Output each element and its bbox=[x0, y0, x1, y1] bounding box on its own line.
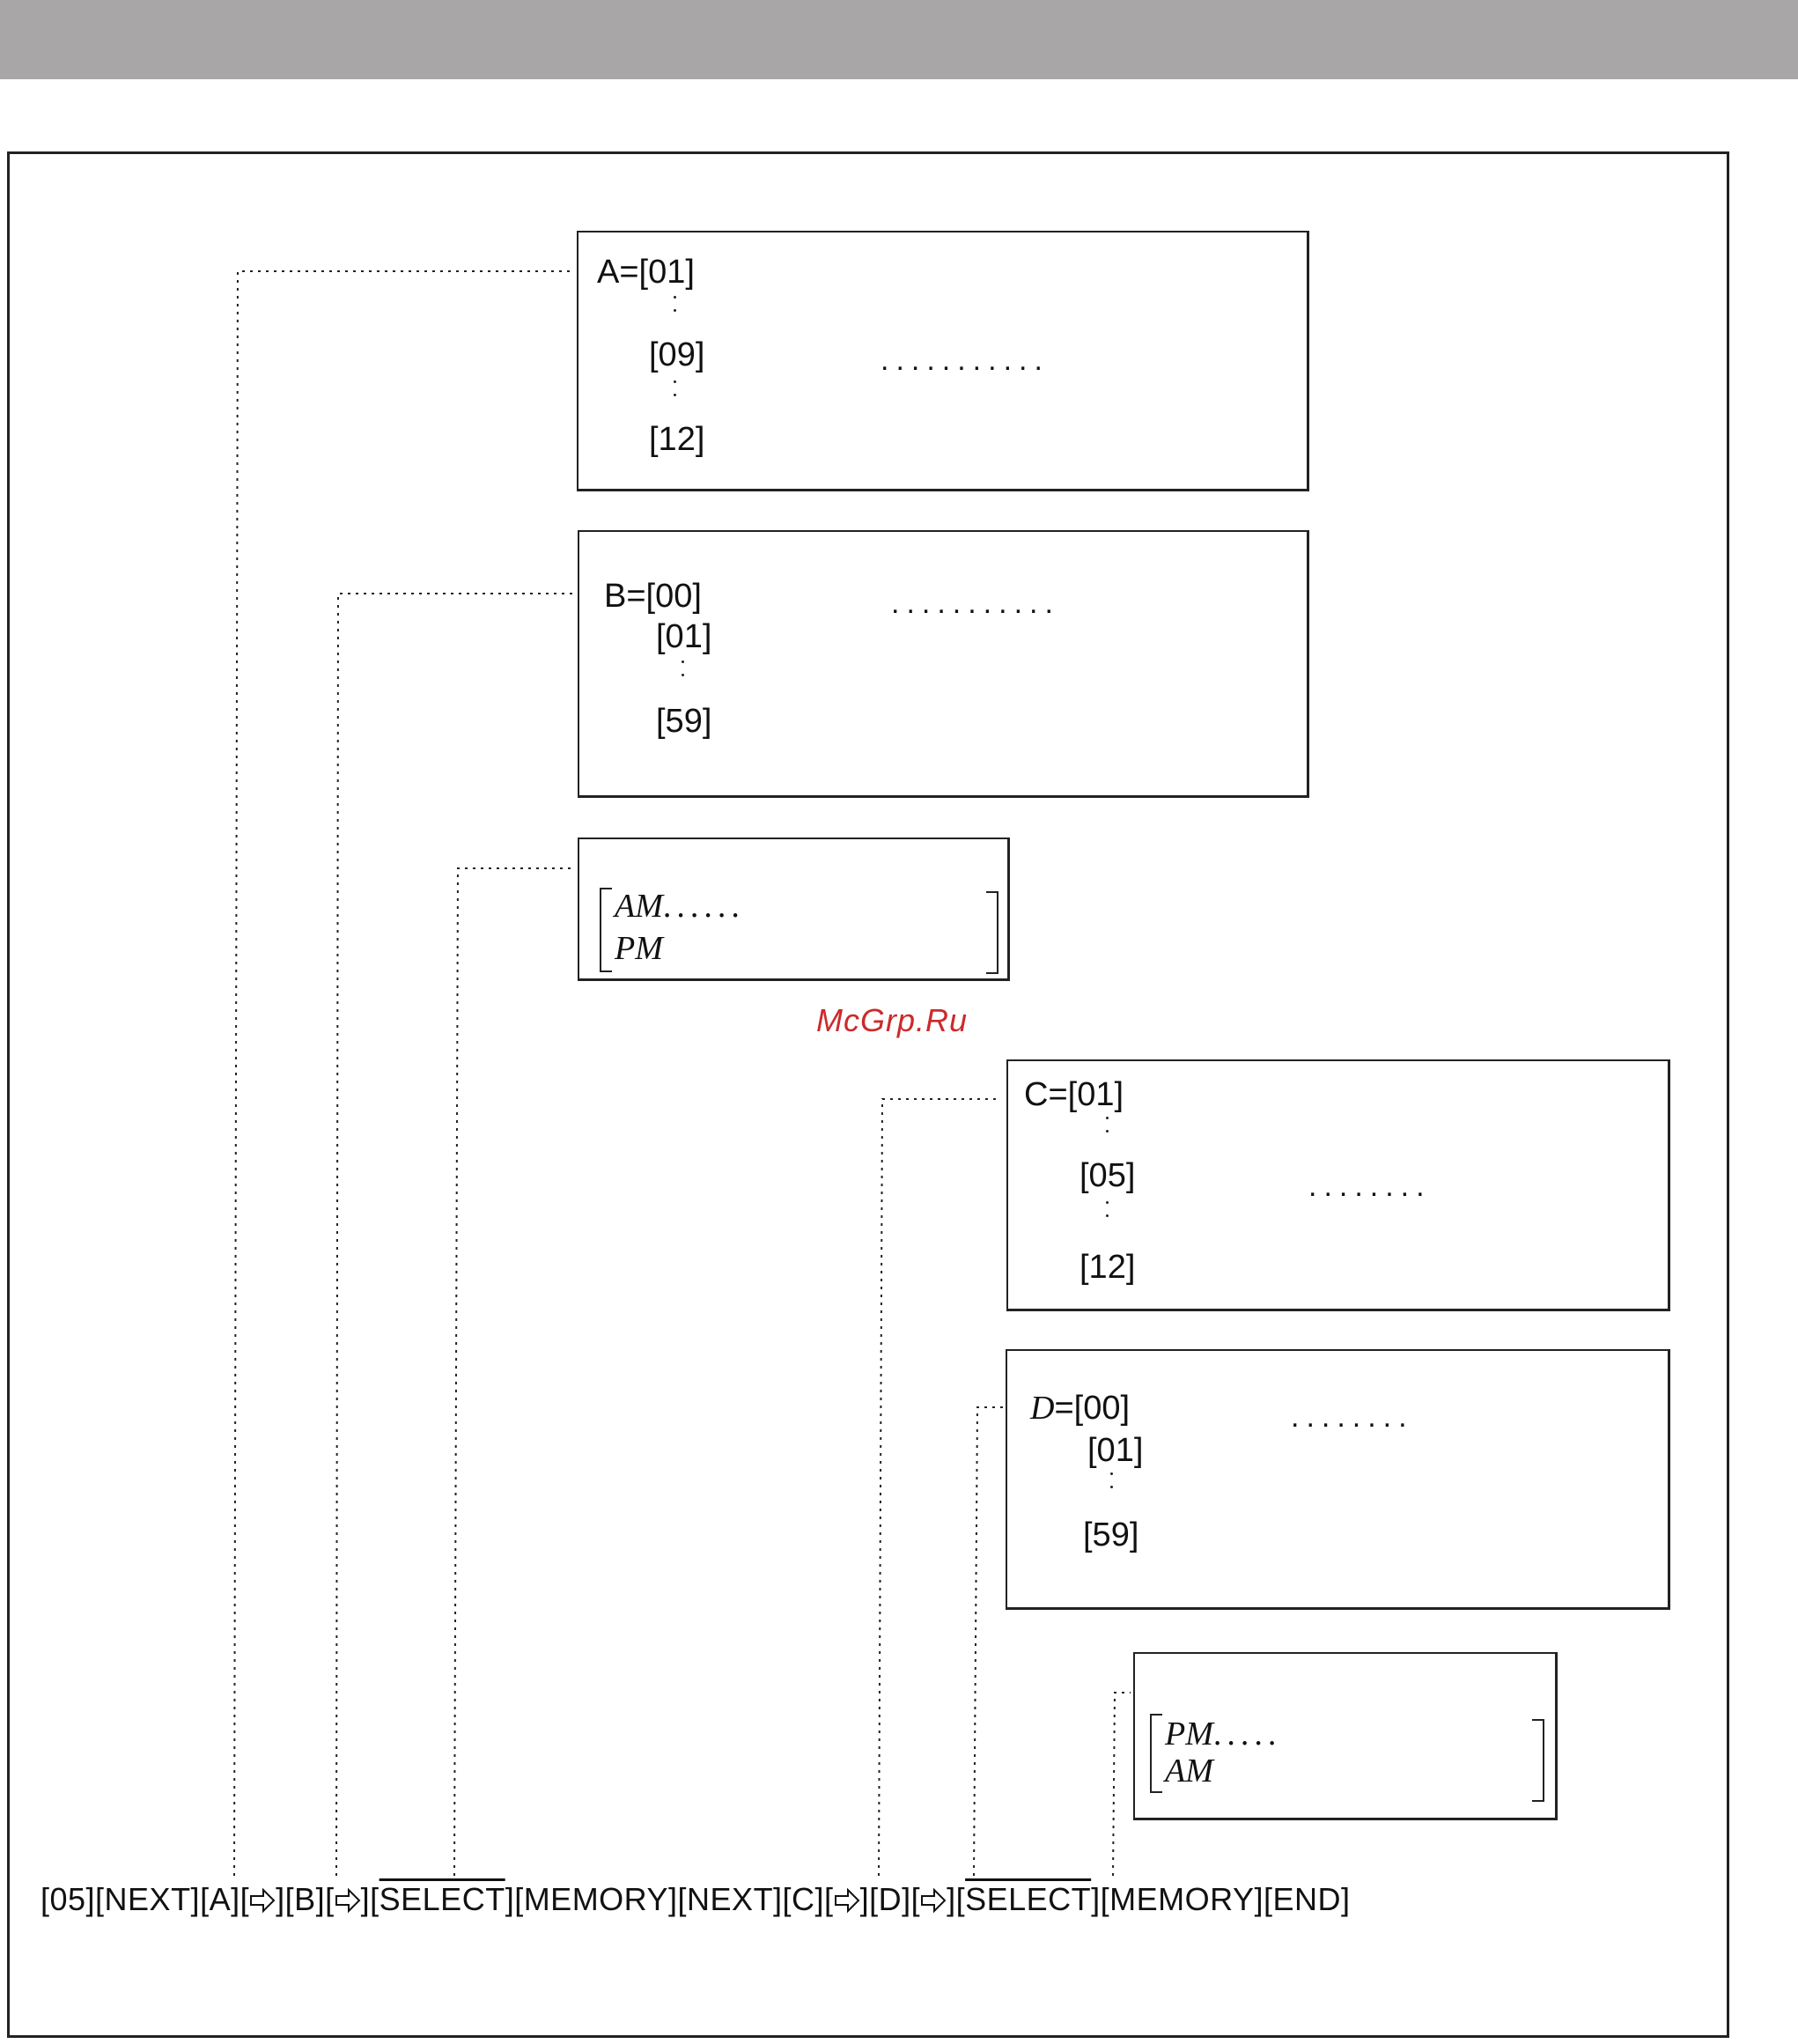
ampm2-right-bracket bbox=[1532, 1719, 1544, 1802]
b-second-value: [01] bbox=[656, 620, 711, 653]
ampm1-dots: ...... bbox=[663, 888, 745, 925]
seq-part-3: ][ bbox=[361, 1881, 379, 1917]
seq-part-4: ][MEMORY][NEXT][C][ bbox=[505, 1881, 834, 1917]
b-first-value: B=[00] bbox=[604, 579, 702, 613]
d-ellipsis: ........ bbox=[1291, 1402, 1414, 1432]
b-last-value: [59] bbox=[656, 705, 711, 738]
c-dots-2 bbox=[1106, 1201, 1109, 1228]
ampm1-pm-label: PM bbox=[615, 932, 663, 965]
seq-part-2: ][B][ bbox=[276, 1881, 335, 1917]
hollow-right-arrow-icon bbox=[834, 1887, 860, 1914]
ampm1-am-label: AM bbox=[615, 888, 663, 925]
a-mid-value: [09] bbox=[649, 338, 704, 372]
minute-box-b bbox=[578, 530, 1309, 798]
d-variable-label: D bbox=[1030, 1390, 1054, 1427]
b-ellipsis: ........... bbox=[891, 588, 1060, 618]
connector-d bbox=[974, 1407, 1004, 1876]
a-dots-1 bbox=[674, 296, 676, 322]
a-dots-2 bbox=[674, 380, 676, 407]
ampm2-line1: PM..... bbox=[1165, 1717, 1281, 1751]
ampm2-pm-label: PM bbox=[1165, 1716, 1213, 1753]
seq-part-1: [05][NEXT][A][ bbox=[41, 1881, 249, 1917]
c-mid-value: [05] bbox=[1080, 1159, 1135, 1192]
d-dots bbox=[1110, 1472, 1113, 1499]
d-first-row: D=[00] bbox=[1030, 1391, 1130, 1425]
connector-c bbox=[879, 1099, 1000, 1876]
d-second-value: [01] bbox=[1087, 1434, 1143, 1467]
a-last-value: [12] bbox=[649, 423, 704, 456]
seq-part-7: ][MEMORY][END] bbox=[1091, 1881, 1350, 1917]
d-first-value: =[00] bbox=[1054, 1390, 1130, 1427]
seq-part-6: ][ bbox=[947, 1881, 965, 1917]
select-key-2: SELECT bbox=[965, 1881, 1091, 1917]
a-ellipsis: ........... bbox=[881, 345, 1050, 375]
c-ellipsis: ........ bbox=[1308, 1171, 1432, 1201]
select-key-1: SELECT bbox=[379, 1881, 505, 1917]
key-sequence: [05][NEXT][A][][B][][SELECT][MEMORY][NEX… bbox=[41, 1881, 1351, 1918]
c-dots-1 bbox=[1106, 1117, 1109, 1143]
a-first-value: A=[01] bbox=[597, 255, 695, 289]
ampm1-right-bracket bbox=[986, 891, 998, 974]
c-last-value: [12] bbox=[1080, 1251, 1135, 1284]
ampm1-line1: AM...... bbox=[615, 889, 745, 923]
watermark-text: McGrp.Ru bbox=[816, 1002, 968, 1039]
connector-ampm1 bbox=[454, 868, 574, 1876]
ampm2-dots: ..... bbox=[1213, 1716, 1282, 1753]
seq-part-5: ][D][ bbox=[860, 1881, 921, 1917]
connector-a bbox=[234, 271, 574, 1876]
connector-ampm2 bbox=[1113, 1693, 1131, 1876]
hollow-right-arrow-icon bbox=[920, 1887, 947, 1914]
ampm2-left-bracket bbox=[1150, 1714, 1162, 1793]
ampm2-am-label: AM bbox=[1165, 1754, 1213, 1788]
c-first-value: C=[01] bbox=[1024, 1078, 1124, 1111]
minute-box-d bbox=[1006, 1349, 1670, 1610]
b-dots bbox=[682, 660, 684, 687]
d-last-value: [59] bbox=[1083, 1518, 1138, 1552]
hollow-right-arrow-icon bbox=[335, 1887, 361, 1914]
ampm1-left-bracket bbox=[600, 888, 612, 972]
hollow-right-arrow-icon bbox=[249, 1887, 276, 1914]
